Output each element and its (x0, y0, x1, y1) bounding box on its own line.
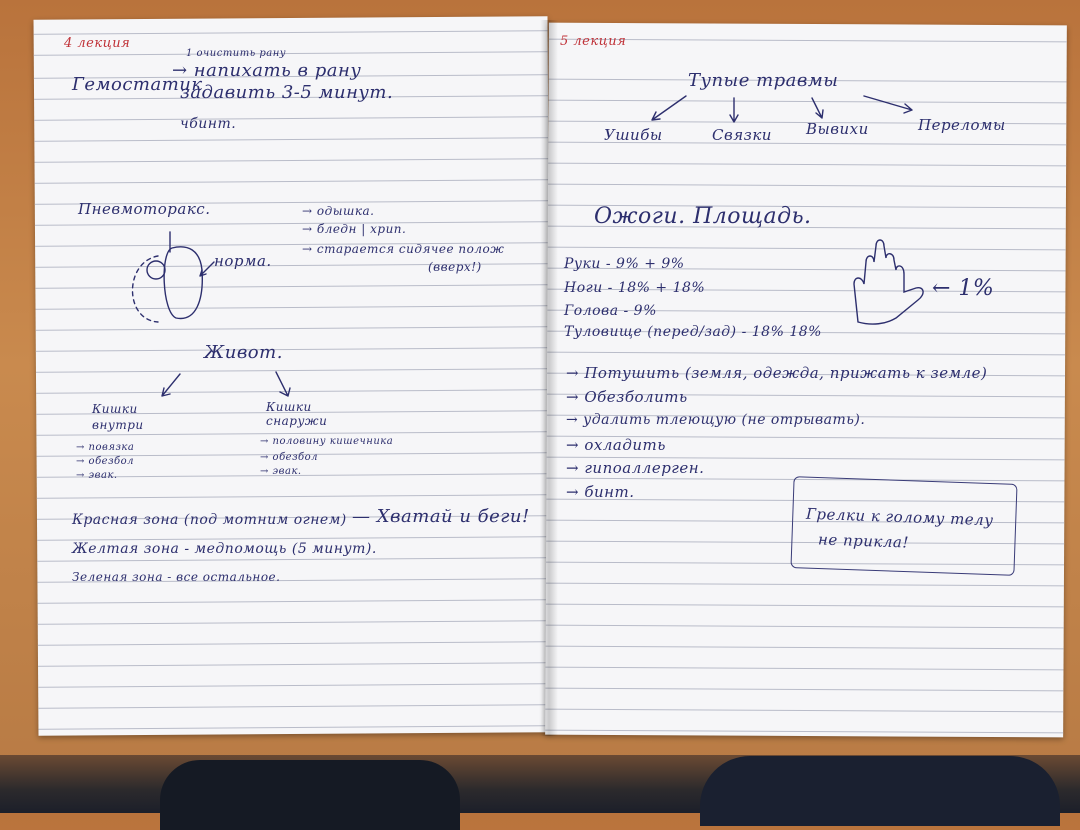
intestines-outside-title-1: Кишки (266, 400, 312, 414)
lung-diagram-outline (163, 246, 203, 320)
ink-drawings (131, 95, 924, 397)
intestines-outside-item-1: → половину кишечника (260, 436, 394, 447)
trauma-arrow-3 (811, 97, 824, 119)
zone-red: Красная зона (под мотним огнем) (72, 512, 347, 528)
burn-step-2: → Обезболить (566, 388, 688, 406)
burn-area-head: Голова - 9% (564, 303, 657, 319)
lecture-4-heading: 4 лекция (64, 36, 131, 51)
blunt-trauma-fractures: Переломы (918, 116, 1006, 134)
intestines-inside-title-2: внутри (92, 418, 144, 432)
lung-diagram-label: норма. (214, 252, 272, 270)
gemostatik-note-top: 1 очистить рану (186, 48, 287, 59)
lung-diagram-dashed (131, 255, 159, 323)
lung-diagram-circle (146, 260, 166, 280)
zone-green: Зеленая зона - все остальное. (72, 570, 281, 584)
intestines-outside-title-2: снаружи (266, 414, 328, 428)
gemostatik-term: Гемостатик (72, 74, 203, 95)
pneumothorax-term: Пневмоторакс. (78, 200, 211, 218)
burn-step-1: → Потушить (земля, одежда, прижать к зем… (566, 364, 988, 382)
burn-area-torso: Туловище (перед/зад) - 18% 18% (564, 324, 822, 340)
palm-one-percent-label: ← 1% (932, 276, 995, 301)
pneumothorax-symptom-1: → одышка. (302, 204, 375, 218)
burn-step-5: → гипоаллерген. (566, 459, 705, 477)
abdomen-arrow-right (275, 371, 291, 397)
intestines-inside-title-1: Кишки (92, 402, 138, 416)
burn-step-3: → удалить тлеющую (не отрывать). (566, 412, 866, 428)
blunt-trauma-title: Тупые травмы (688, 70, 839, 91)
gemostatik-step-2: зaдавить 3-5 минут. (180, 82, 394, 103)
zone-yellow: Желтая зона - медпомощь (5 минут). (72, 541, 377, 557)
burn-step-4: → охладить (566, 436, 666, 454)
intestines-outside-item-3: → эвак. (260, 466, 302, 477)
abdomen-arrow-left (161, 373, 181, 397)
blunt-trauma-bruises: Ушибы (604, 126, 663, 144)
burns-title: Ожоги. Площадь. (594, 204, 812, 229)
blunt-trauma-ligaments: Связки (712, 126, 772, 144)
lecture-5-heading: 5 лекция (560, 34, 627, 49)
trauma-arrow-4 (863, 95, 913, 114)
blunt-trauma-dislocations: Вывихи (806, 120, 869, 138)
trauma-arrow-1 (651, 95, 687, 121)
intestines-inside-item-1: → повязка (76, 442, 135, 453)
pneumothorax-symptom-2: → бледн | хрип. (302, 222, 407, 236)
pneumothorax-symptom-4: (вверх!) (428, 260, 482, 274)
burn-area-arms: Руки - 9% + 9% (564, 256, 685, 272)
burn-area-legs: Ноги - 18% + 18% (564, 280, 706, 296)
intestines-inside-item-2: → обезбол (76, 456, 135, 467)
gemostatik-step-3: чбинт. (180, 116, 237, 132)
pneumothorax-symptom-3: → старается сидячее полож (302, 242, 505, 256)
trauma-arrow-2 (729, 97, 739, 123)
abdomen-title: Живот. (204, 342, 283, 363)
gemostatik-step-1: → напихать в рану (172, 60, 362, 81)
zone-red-extra: — Хватай и беги! (352, 506, 530, 527)
intestines-outside-item-2: → обезбол (260, 452, 319, 463)
notebook-spine (540, 20, 558, 736)
palm-icon (853, 239, 924, 325)
lung-label-arrow (199, 261, 215, 277)
burn-step-6: → бинт. (566, 483, 635, 501)
intestines-inside-item-3: → эвак. (76, 470, 118, 481)
